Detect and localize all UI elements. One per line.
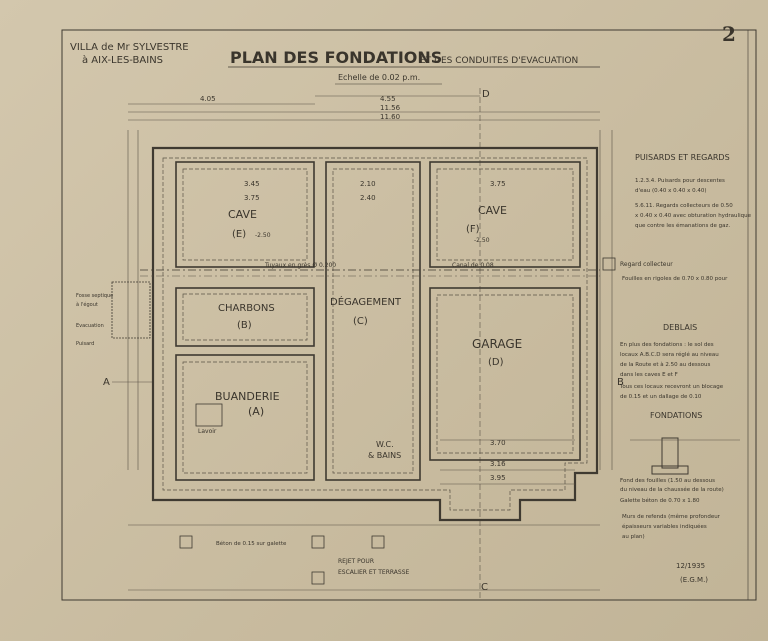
cave-e-footing — [182, 168, 308, 261]
villa-line-1: VILLA de Mr SYLVESTRE — [70, 42, 189, 53]
foundation-section-detail — [630, 437, 740, 475]
puisards-line-5: que contre les émanations de gaz. — [635, 222, 730, 229]
buanderie-name: BUANDERIE — [215, 390, 280, 403]
fondations-line-2: du niveau de la chaussée de la route) — [620, 486, 724, 493]
dim-210: 2.10 — [360, 180, 376, 188]
cave-f-footing — [436, 168, 574, 261]
lavoir-label: Lavoir — [198, 428, 217, 435]
cave-f-note: -2.50 — [474, 237, 490, 244]
dim-405: 4.05 — [200, 95, 216, 103]
dim-375b: 3.75 — [490, 180, 506, 188]
fondations-line-1: Fond des fouilles (1.50 au dessous — [620, 478, 715, 484]
beton-label: Béton de 0.15 sur galette — [216, 540, 287, 547]
puisards-line-1: 1.2.3.4. Puisards pour descentes — [635, 178, 725, 184]
canal-label: Canal de 0.08 — [452, 262, 494, 269]
egout-label: à l'égout — [76, 301, 98, 308]
deblais-line-5: Tous ces locaux recevront un blocage — [619, 384, 724, 390]
degagement-footing — [332, 168, 414, 474]
degagement-name: DÉGAGEMENT — [330, 295, 402, 308]
puisards-line-3: 5.6.11. Regards collecteurs de 0.50 — [635, 203, 733, 209]
cave-e-code: (E) — [232, 229, 246, 240]
dim-240: 2.40 — [360, 194, 376, 202]
regard-box — [602, 257, 616, 271]
fosse-hatch — [111, 281, 151, 339]
regard-label: Regard collecteur — [620, 261, 673, 268]
evacuation-label: Evacuation — [76, 323, 104, 329]
scale-label: Echelle de 0.02 p.m. — [338, 73, 420, 82]
degagement-code: (C) — [353, 316, 368, 327]
sheet-border — [61, 29, 757, 601]
deblais-line-6: de 0.15 et un dallage de 0.10 — [620, 394, 702, 400]
deblais-line-4: dans les caves E et F — [620, 372, 678, 378]
buanderie-code: (A) — [248, 405, 264, 418]
garage-code: (D) — [488, 357, 504, 368]
fouilles-note: Fouilles en rigoles de 0.70 x 0.80 pour — [622, 276, 728, 282]
puisards-line-4: x 0.40 x 0.40 avec obturation hydrauliqu… — [635, 213, 752, 219]
wc-sub: & BAINS — [368, 451, 401, 460]
garage-room — [429, 287, 581, 461]
puisard-box-1 — [179, 535, 193, 549]
dim-370: 3.70 — [490, 439, 506, 447]
building-outline — [151, 146, 599, 522]
title-main: PLAN DES FONDATIONS — [230, 48, 442, 67]
dim-345: 3.45 — [244, 180, 260, 188]
rejet-label: REJET POUR — [338, 558, 374, 565]
fondations-line-6: au plan) — [622, 534, 645, 540]
buanderie-room — [175, 354, 315, 481]
dim-455: 4.55 — [380, 95, 396, 103]
deblais-line-2: locaux A.B.C.D sera réglé au niveau — [620, 351, 719, 358]
degagement-room — [325, 161, 421, 481]
deblais-line-3: de la Route et à 2.50 au dessous — [620, 361, 710, 368]
cave-e-room — [175, 161, 315, 268]
section-mark-b: B — [617, 377, 624, 388]
fondations-line-4: Murs de refends (même profondeur — [622, 513, 721, 520]
cave-f-code: (F) — [466, 224, 480, 235]
puisard-box-3 — [311, 571, 325, 585]
wc-name: W.C. — [376, 440, 394, 449]
cave-e-name: CAVE — [228, 208, 257, 221]
signature: (E.G.M.) — [680, 576, 708, 584]
garage-name: GARAGE — [472, 337, 522, 351]
puisard-box-2 — [311, 535, 325, 549]
footing-outline — [162, 157, 588, 511]
charbons-code: (B) — [237, 320, 252, 331]
puisards-line-2: d'eau (0.40 x 0.40 x 0.40) — [635, 188, 707, 194]
page-number: 2 — [722, 22, 736, 46]
dim-316: 3.16 — [490, 460, 506, 468]
foundation-wall — [661, 437, 679, 469]
cave-e-note: -2.50 — [255, 232, 271, 239]
tuyaux-label: Tuyaux en grès Ø 0.200 — [264, 262, 336, 269]
cave-f-name: CAVE — [478, 204, 507, 217]
lavoir-box — [195, 403, 223, 427]
buanderie-footing — [182, 361, 308, 474]
deblais-title: DEBLAIS — [663, 323, 697, 332]
date-label: 12/1935 — [676, 562, 705, 570]
villa-line-2: à AIX-LES-BAINS — [82, 54, 163, 66]
charbons-name: CHARBONS — [218, 303, 275, 314]
dim-395: 3.95 — [490, 474, 506, 482]
puisard-box-4 — [371, 535, 385, 549]
rejet-label-2: ESCALIER ET TERRASSE — [338, 569, 410, 576]
section-mark-d: D — [482, 89, 490, 100]
puisard-label: Puisard — [76, 341, 94, 347]
dim-375: 3.75 — [244, 194, 260, 202]
fondations-line-5: épaisseurs variables indiquées — [622, 523, 707, 530]
charbons-footing — [182, 293, 308, 341]
foundation-footing — [651, 465, 689, 475]
dim-1156: 11.56 — [380, 104, 401, 112]
charbons-room — [175, 287, 315, 347]
fondations-title: FONDATIONS — [650, 411, 702, 420]
deblais-line-1: En plus des fondations : le sol des — [620, 342, 714, 348]
garage-footing — [436, 294, 574, 454]
fondations-line-3: Galette béton de 0.70 x 1.80 — [620, 497, 700, 504]
fosse-label: Fosse septique — [76, 293, 113, 299]
title-rest: ET DES CONDUITES D'EVACUATION — [420, 56, 578, 66]
dim-1160: 11.60 — [380, 113, 400, 121]
cave-f-room — [429, 161, 581, 268]
section-mark-a: A — [103, 377, 110, 388]
puisards-title: PUISARDS ET REGARDS — [635, 153, 730, 162]
section-mark-c: C — [481, 582, 488, 593]
